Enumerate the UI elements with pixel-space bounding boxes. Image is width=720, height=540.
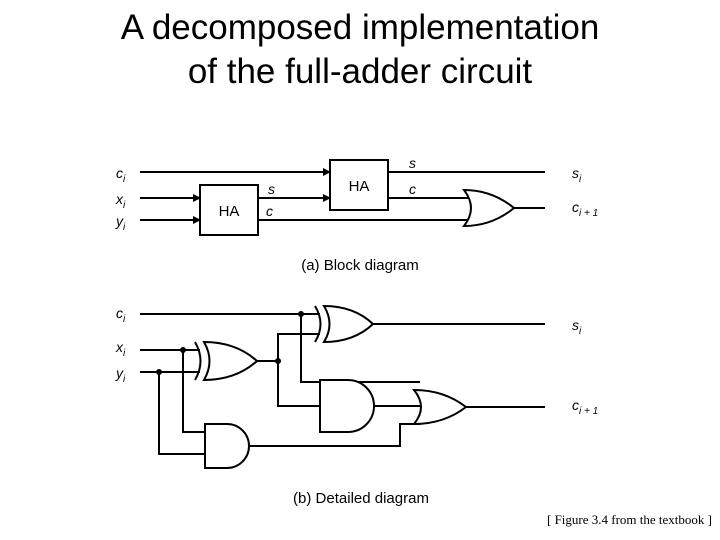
wire-and1-to-or	[249, 423, 420, 447]
xor2-input-curve	[314, 305, 322, 343]
ha1-c-port-label: c	[266, 203, 273, 219]
output-label-ci1-a: ci + 1	[572, 199, 598, 219]
output-label-si-b: si	[572, 317, 582, 337]
title-line-2: of the full-adder circuit	[187, 52, 533, 91]
ha2-c-port-label: c	[409, 181, 416, 197]
wire-ci-to-and2	[300, 314, 420, 383]
input-label-ci: ci	[116, 165, 126, 185]
block-diagram: ci xi yi HA s c HA s c si ci + 1 (a) Blo…	[115, 155, 598, 274]
output-label-si-a: si	[572, 165, 582, 185]
caption-block-diagram: (a) Block diagram	[301, 257, 419, 274]
input-label-yi: yi	[115, 213, 126, 233]
or-gate-detailed	[411, 388, 468, 426]
and-gate-2	[319, 379, 375, 433]
wire-xi-to-and1	[182, 350, 205, 433]
output-label-ci1-b: ci + 1	[572, 397, 598, 417]
input-label-ci-b: ci	[116, 305, 126, 325]
title-line-1: A decomposed implementation	[120, 8, 600, 47]
half-adder-1	[199, 184, 259, 236]
ha1-s-port-label: s	[268, 181, 275, 197]
xor1-input-curve	[194, 341, 202, 381]
half-adder-1-label: HA	[219, 203, 240, 220]
figure-credit: [ Figure 3.4 from the textbook ]	[547, 512, 712, 527]
input-label-xi: xi	[115, 191, 126, 211]
xor-gate-2	[322, 304, 375, 344]
half-adder-2	[329, 159, 389, 211]
input-label-yi-b: yi	[115, 365, 126, 385]
and-gate-1	[204, 423, 250, 469]
xor-gate-1	[202, 340, 259, 382]
input-label-xi-b: xi	[115, 339, 126, 359]
wire-yi-to-and1	[158, 372, 205, 455]
detailed-diagram: ci xi yi si	[115, 304, 598, 507]
ha2-s-port-label: s	[409, 155, 416, 171]
wire-xor1-to-xor2	[277, 333, 320, 361]
or-gate-block	[461, 188, 516, 228]
caption-detailed-diagram: (b) Detailed diagram	[293, 490, 429, 507]
half-adder-2-label: HA	[349, 178, 370, 195]
